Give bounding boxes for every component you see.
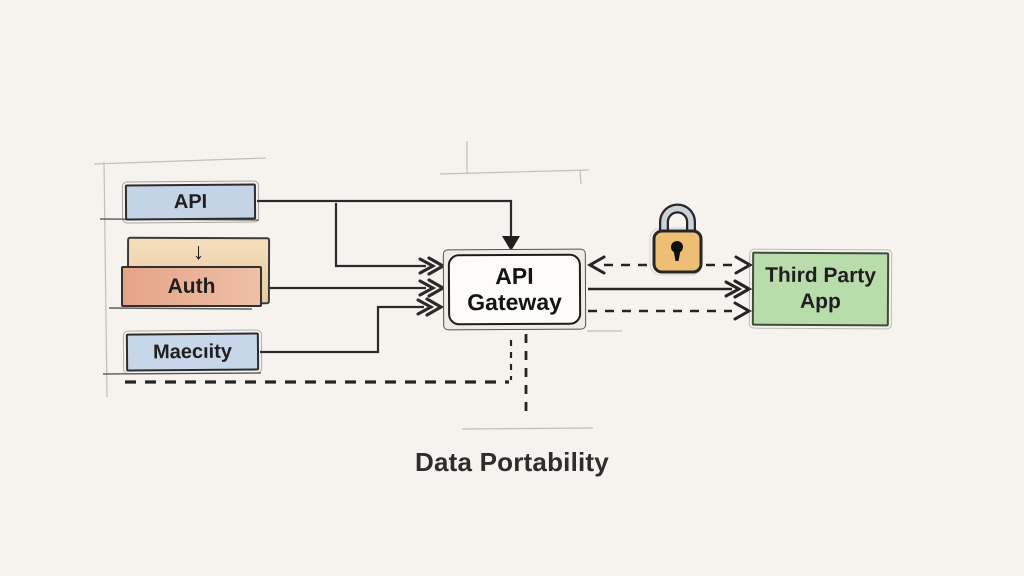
caption-data-portability: Data Portability [415,447,609,477]
node-auth-label: Auth [167,274,216,298]
padlock-icon [649,203,703,276]
down-arrow-icon: ↓ [192,237,205,265]
node-security: Maecıity [122,329,263,375]
node-api-gateway: API Gateway [442,248,587,331]
node-third-party-app: Third Party App [748,248,893,330]
connector-gateway-to-app-dashed [588,301,753,321]
node-third-party-app-label-line2: App [799,289,841,314]
node-api-gateway-label-line1: API [495,262,534,289]
connector-gateway-down-dashed [509,334,528,413]
node-api-gateway-label-line2: Gateway [467,288,562,315]
node-security-label: Maecıity [152,340,233,363]
node-api: API [121,180,260,224]
node-api-gateway-inner: API Gateway [447,253,582,326]
node-auth: Auth [121,266,262,307]
connector-api-to-gateway-top [257,199,520,251]
node-third-party-app-label-line1: Third Party [765,263,877,288]
connector-auth-to-gateway [260,278,447,298]
node-api-label: API [173,190,208,213]
connector-api-branch-to-gateway [334,203,447,276]
connector-security-to-gateway [260,297,445,354]
connector-gateway-to-app-solid [588,279,753,299]
